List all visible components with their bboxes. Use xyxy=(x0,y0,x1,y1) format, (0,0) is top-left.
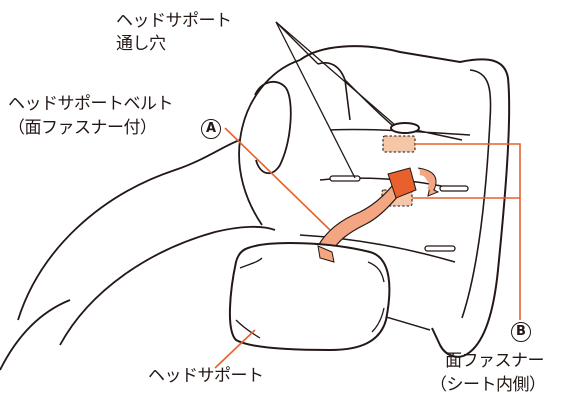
label-headrest-belt-line2: （面ファスナー付） xyxy=(8,118,157,138)
label-fastener-line1: 面ファスナー xyxy=(445,351,545,371)
headrest-belt-stub xyxy=(317,245,335,263)
fastener-patch-upper xyxy=(382,135,416,153)
insert-arrow-body xyxy=(419,169,435,192)
seat-shell-inner-edge xyxy=(317,62,492,319)
leader-hole-to-slot xyxy=(275,21,356,179)
headrest-cushion-seam xyxy=(235,257,385,339)
badge-b-icon: B xyxy=(511,322,531,342)
headrest-cushion xyxy=(228,242,391,352)
label-headrest-belt-line1: ヘッドサポートベルト xyxy=(8,94,174,114)
leader-hole-to-hole xyxy=(275,21,396,126)
label-fastener-line2: （シート内側） xyxy=(430,375,546,395)
headrest-pass-through-hole xyxy=(390,122,420,134)
headrest-belt-fastener-end xyxy=(387,167,417,199)
seat-base-outline xyxy=(0,139,276,371)
label-headrest-hole-line1: ヘッドサポート xyxy=(116,11,232,31)
label-headrest: ヘッドサポート xyxy=(148,366,264,386)
seat-slots xyxy=(329,175,469,252)
label-headrest-hole-line2: 通し穴 xyxy=(116,34,166,54)
leader-belt xyxy=(224,127,331,231)
badge-a-icon: A xyxy=(201,119,221,139)
seat-shell-outline xyxy=(299,45,511,358)
leader-headrest xyxy=(214,329,256,369)
leader-hole-to-shell xyxy=(275,21,319,65)
leader-fastener xyxy=(415,143,521,320)
seat-left-wing xyxy=(238,59,301,226)
